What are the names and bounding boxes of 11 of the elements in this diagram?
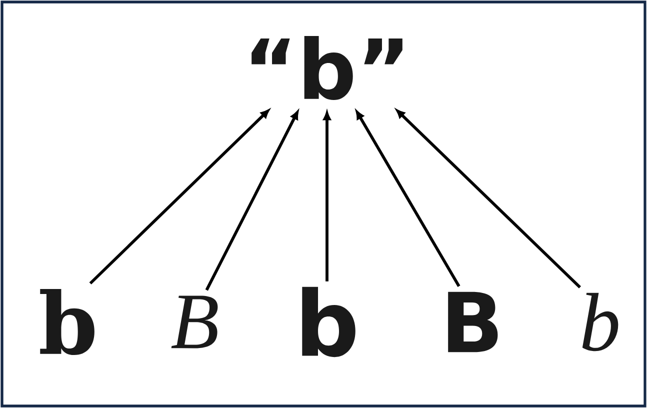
arrow [323,112,331,282]
letter-glyph: B [171,296,218,348]
letter-glyph: B [448,292,498,352]
letter-glyph: b [582,292,618,352]
arrow [205,111,298,291]
arrow [396,110,581,288]
letter-glyph: b [302,286,356,358]
arrow [89,110,270,284]
quoted-letter: “b” [252,36,402,100]
letter-glyph: b [40,288,94,356]
arrow [356,110,460,288]
